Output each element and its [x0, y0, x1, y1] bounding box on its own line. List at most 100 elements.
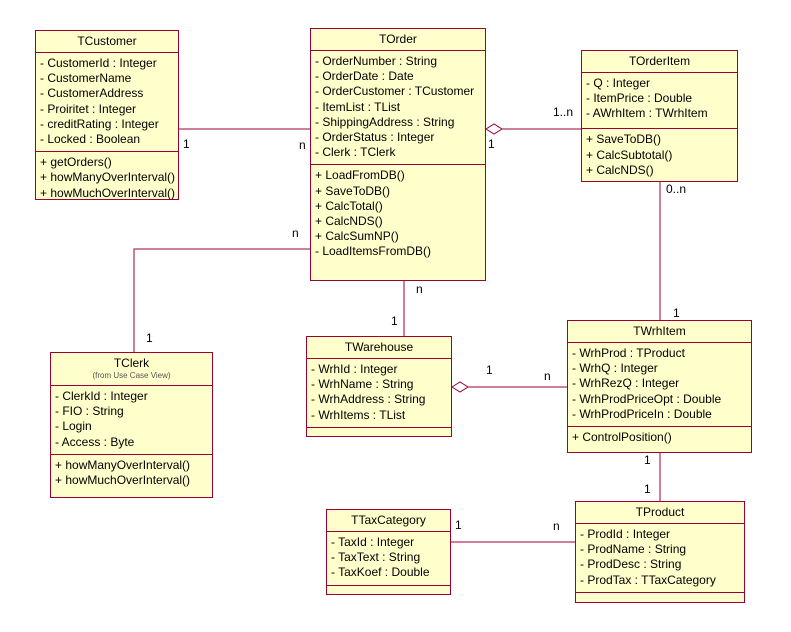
class-tclerk[interactable]: TClerk (from Use Case View) - ClerkId : … [50, 352, 213, 498]
class-stereotype-note: (from Use Case View) [92, 371, 171, 380]
attribute: - ClerkId : Integer [55, 389, 148, 403]
operation: + CalcNDS() [586, 162, 654, 177]
multiplicity-label: 1 [644, 453, 651, 467]
operations-compartment [576, 593, 744, 602]
operation: + CalcTotal() [315, 198, 383, 213]
attribute: - Proiritet : Integer [40, 101, 137, 116]
assoc-clerk-order [133, 248, 310, 352]
operations-compartment: + LoadFromDB() + SaveToDB() + CalcTotal(… [311, 165, 485, 280]
class-torderitem[interactable]: TOrderItem - Q : Integer - ItemPrice : D… [581, 50, 738, 182]
class-tproduct[interactable]: TProduct - ProdId : Integer - ProdName :… [575, 501, 745, 603]
multiplicity-label: 1 [488, 137, 495, 151]
class-name: TClerk (from Use Case View) [51, 353, 212, 386]
operations-compartment: + ControlPosition() [568, 427, 751, 452]
operation: + getOrders() [40, 155, 112, 170]
operations-compartment: + getOrders() + howManyOverInterval() + … [36, 152, 178, 204]
attribute: - Clerk : TClerk [315, 145, 396, 160]
multiplicity-label: n [544, 369, 551, 383]
attribute: - Locked : Boolean [40, 132, 141, 147]
operation: + LoadFromDB() [315, 168, 405, 183]
class-twrhitem[interactable]: TWrhItem - WrhProd : TProduct - WrhQ : I… [567, 320, 752, 453]
attribute: - WrhName : String [311, 377, 414, 392]
multiplicity-label: 1..n [553, 105, 574, 119]
operation: - LoadItemsFromDB() [315, 244, 432, 259]
attribute: - TaxKoef : Double [331, 565, 430, 580]
operation: + ControlPosition() [572, 430, 672, 445]
class-tcustomer[interactable]: TCustomer - CustomerId : Integer - Custo… [35, 30, 179, 200]
attribute: - WrhQ : Integer [572, 361, 658, 376]
attribute: - WrhItems : TList [311, 407, 406, 422]
attribute: - WrhProdPriceIn : Double [572, 406, 712, 421]
class-name: TTaxCategory [327, 510, 450, 532]
operation: + howManyOverInterval() [55, 457, 191, 472]
multiplicity-label: n [292, 226, 299, 240]
attribute: - CustomerAddress [40, 86, 144, 101]
attribute: - OrderCustomer : TCustomer [315, 84, 475, 99]
attributes-compartment: - ClerkId : Integer - FIO : String - Log… [51, 386, 212, 455]
aggregation-diamond-order-item [485, 123, 503, 135]
attributes-compartment: - Q : Integer - ItemPrice : Double - AWr… [582, 73, 737, 130]
attribute: - OrderStatus : Integer [315, 130, 435, 145]
operations-compartment: + howManyOverInterval() + howMuchOverInt… [51, 455, 212, 497]
attribute: - ProdName : String [580, 542, 687, 557]
attribute: - OrderDate : Date [315, 69, 414, 84]
attributes-compartment: - CustomerId : Integer - CustomerName - … [36, 53, 178, 153]
multiplicity-label: 1 [644, 482, 651, 496]
attributes-compartment: - WrhProd : TProduct - WrhQ : Integer - … [568, 343, 751, 428]
attribute: - WrhProd : TProduct [572, 346, 685, 360]
attribute: - ProdId : Integer [580, 527, 671, 541]
multiplicity-label: n [416, 282, 423, 296]
operations-compartment: + SaveToDB() + CalcSubtotal() + CalcNDS(… [582, 129, 737, 181]
attribute: - ItemList : TList [315, 99, 401, 114]
attribute: - TaxId : Integer [331, 535, 415, 549]
multiplicity-label: 1 [183, 137, 190, 151]
attribute: - creditRating : Integer [40, 116, 159, 131]
attributes-compartment: - OrderNumber : String - OrderDate : Dat… [311, 51, 485, 166]
attribute: - CustomerName [40, 71, 132, 86]
attribute: - AWrhItem : TWrhItem [586, 106, 708, 121]
operation: + howMuchOverInterval() [55, 473, 191, 488]
multiplicity-label: 1 [391, 314, 398, 328]
attribute: - ItemPrice : Double [586, 91, 693, 106]
operation: + howManyOverInterval() [40, 170, 176, 185]
operation: + SaveToDB() [586, 132, 662, 147]
attribute: - WrhId : Integer [311, 362, 398, 376]
attribute: - Login [55, 419, 92, 434]
attribute: - WrhRezQ : Integer [572, 376, 680, 391]
operation: + CalcSumNP() [315, 229, 399, 244]
attribute: - WrhAddress : String [311, 392, 426, 407]
multiplicity-label: 0..n [666, 182, 687, 196]
multiplicity-label: n [299, 138, 306, 152]
class-twarehouse[interactable]: TWarehouse - WrhId : Integer - WrhName :… [306, 336, 452, 437]
multiplicity-label: 1 [455, 518, 462, 532]
class-ttaxcategory[interactable]: TTaxCategory - TaxId : Integer - TaxText… [326, 509, 451, 595]
attribute: - Access : Byte [55, 434, 135, 449]
multiplicity-label: 1 [673, 306, 680, 320]
attribute: - TaxText : String [331, 550, 421, 565]
operation: + howMuchOverInterval() [40, 185, 176, 200]
attribute: - Q : Integer [586, 76, 651, 90]
operation: + CalcSubtotal() [586, 147, 673, 162]
attribute: - ProdDesc : String [580, 557, 682, 572]
class-name: TOrder [311, 29, 485, 51]
multiplicity-label: 1 [486, 363, 493, 377]
class-title: TClerk [113, 356, 150, 370]
attribute: - ProdTax : TTaxCategory [580, 572, 716, 587]
class-name: TWrhItem [568, 321, 751, 343]
operations-compartment [307, 428, 451, 436]
attribute: - ShippingAddress : String [315, 114, 455, 129]
operation: + CalcNDS() [315, 214, 383, 229]
attribute: - OrderNumber : String [315, 54, 438, 68]
class-name: TCustomer [36, 31, 178, 53]
class-name: TProduct [576, 502, 744, 524]
multiplicity-label: n [553, 519, 560, 533]
class-torder[interactable]: TOrder - OrderNumber : String - OrderDat… [310, 28, 486, 281]
attribute: - FIO : String [55, 404, 124, 419]
operation: + SaveToDB() [315, 183, 391, 198]
attributes-compartment: - ProdId : Integer - ProdName : String -… [576, 524, 744, 593]
attributes-compartment: - TaxId : Integer - TaxText : String - T… [327, 532, 450, 586]
class-name: TWarehouse [307, 337, 451, 359]
attribute: - CustomerId : Integer [40, 56, 157, 70]
